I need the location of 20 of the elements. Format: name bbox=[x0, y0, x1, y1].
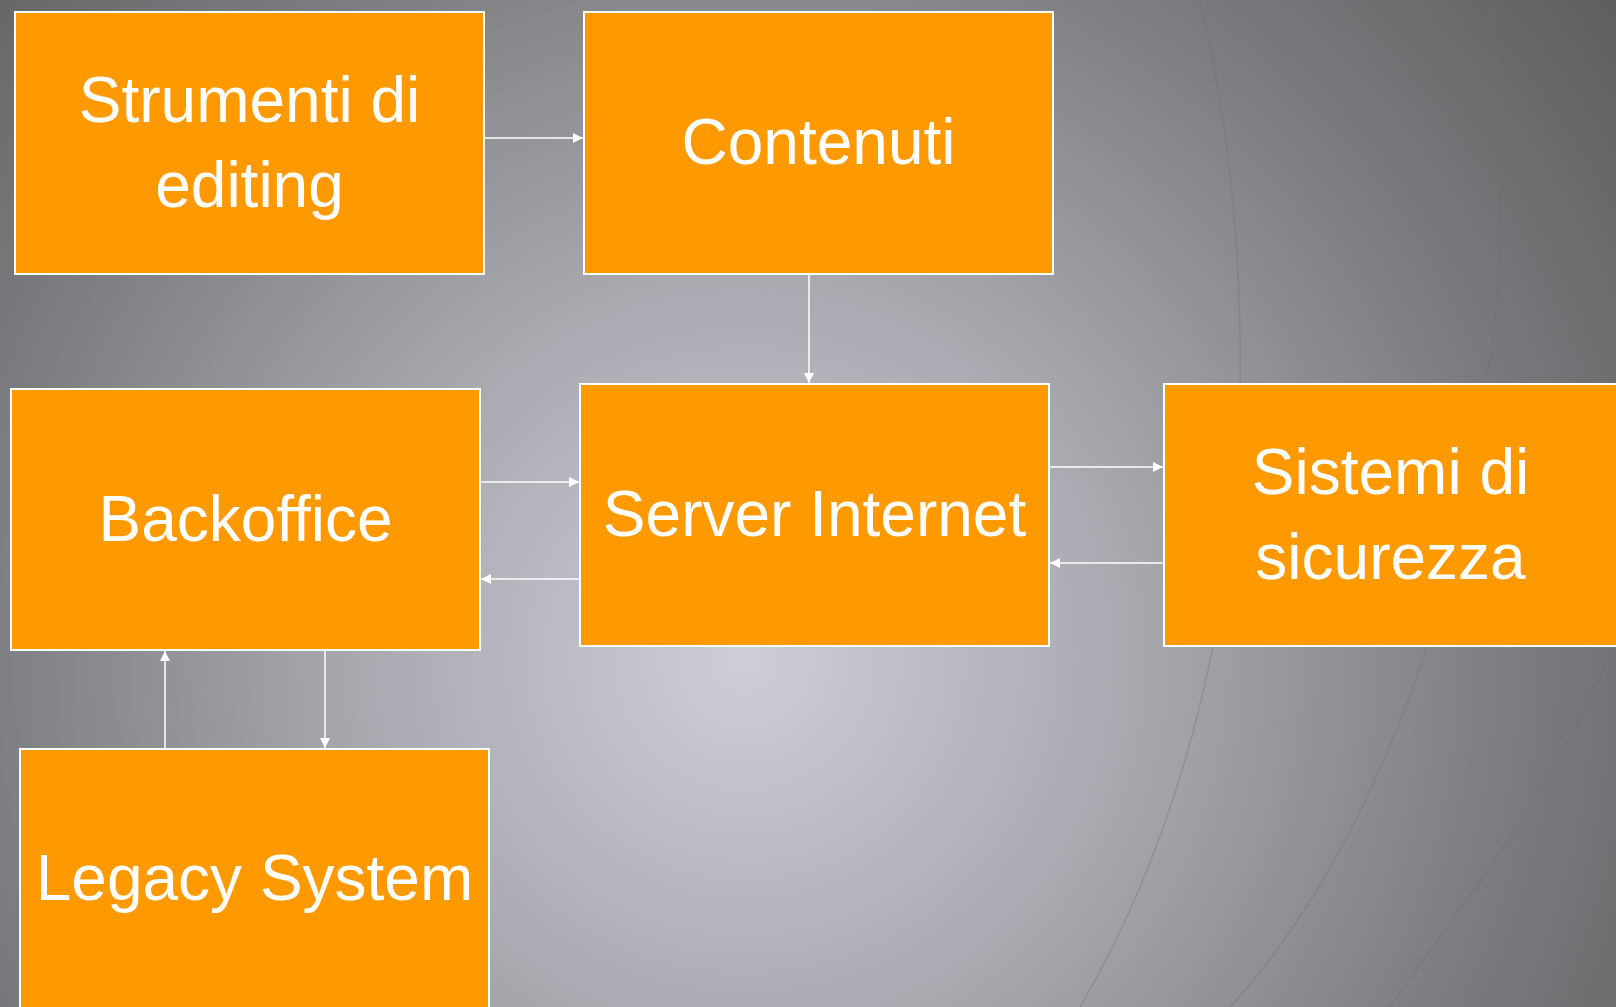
box-label: Contenuti bbox=[681, 105, 956, 181]
box-label: Strumenti di editing bbox=[77, 62, 422, 223]
box-label: Legacy System bbox=[35, 840, 474, 916]
arrow bbox=[1049, 462, 1164, 472]
process-box bbox=[1163, 383, 1616, 647]
process-box bbox=[10, 388, 481, 651]
process-box bbox=[579, 383, 1050, 647]
arrow bbox=[320, 650, 330, 749]
process-box bbox=[583, 11, 1054, 275]
box-label: Sistemi di sicurezza bbox=[1250, 434, 1531, 595]
arrow bbox=[1049, 558, 1164, 568]
arrow bbox=[480, 477, 580, 487]
arrow bbox=[804, 274, 814, 384]
arrow bbox=[484, 133, 584, 143]
box-label: Backoffice bbox=[98, 481, 393, 557]
arrow bbox=[480, 574, 580, 584]
box-label: Server Internet bbox=[602, 477, 1027, 553]
arrow bbox=[160, 650, 170, 749]
process-box bbox=[19, 748, 490, 1007]
process-box bbox=[14, 11, 485, 275]
